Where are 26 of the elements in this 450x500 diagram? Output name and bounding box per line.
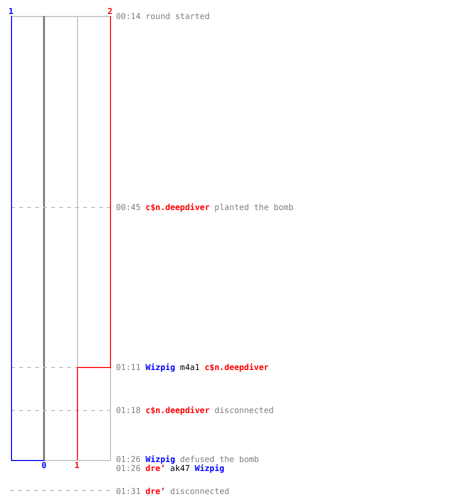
timestamp: 01:26: [116, 455, 141, 463]
event-text: round started: [146, 12, 210, 20]
timestamp: 00:14: [116, 12, 141, 20]
timestamp: 01:31: [116, 486, 141, 494]
player-name: Wizpig: [194, 464, 224, 472]
player-name: c$n.deepdiver: [146, 203, 210, 211]
event-text: disconnected: [170, 486, 230, 494]
player-name: Wizpig: [146, 455, 176, 463]
event-text: disconnected: [214, 406, 274, 414]
player-name: dre’: [146, 464, 166, 472]
weapon-name: ak47: [170, 464, 190, 472]
weapon-name: m4a1: [180, 363, 200, 371]
count-label: 0: [42, 461, 46, 469]
count-label: 1: [74, 461, 80, 469]
player-name: dre’: [146, 486, 166, 494]
timestamp: 01:26: [116, 464, 141, 472]
timestamp: 00:45: [116, 203, 141, 211]
count-label: 2: [108, 7, 112, 15]
count-label: 1: [8, 7, 14, 15]
player-name: Wizpig: [146, 363, 176, 371]
timestamp: 01:11: [116, 363, 141, 371]
event-text: defused the bomb: [180, 455, 259, 463]
event-text: planted the bomb: [214, 203, 294, 211]
timestamp: 01:18: [116, 406, 141, 414]
player-name: c$n.deepdiver: [204, 363, 269, 371]
player-name: c$n.deepdiver: [146, 406, 210, 414]
